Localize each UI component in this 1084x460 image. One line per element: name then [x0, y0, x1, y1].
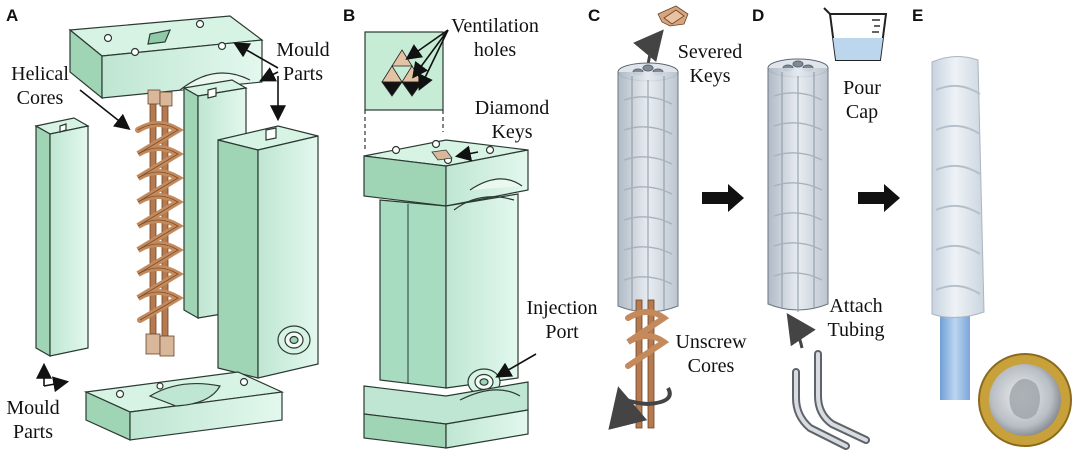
ventilation-inset [364, 31, 444, 111]
arrow-ventilation-2 [412, 29, 449, 79]
panel-e [931, 56, 1072, 447]
tubing [792, 350, 870, 450]
arrow-c-to-d [702, 184, 744, 212]
cast-actuator [931, 56, 985, 318]
silicone-cast-d [767, 58, 829, 312]
panel-letter-d: D [752, 6, 765, 25]
arrow-ventilation-3 [418, 29, 449, 91]
panel-a [34, 15, 319, 441]
arrow-d-to-e [858, 184, 900, 212]
arrow-injection-port [495, 353, 537, 378]
arrow-unscrew-cores [608, 386, 672, 430]
panel-b [363, 29, 537, 449]
arrow-helical-cores [79, 89, 131, 130]
arrow-severed-keys [633, 29, 664, 67]
arrow-mould-top-2 [259, 67, 279, 82]
mould-bottom-block [83, 371, 285, 441]
panel-letter-a: A [6, 6, 19, 25]
arrow-mould-bottom-2 [43, 376, 70, 393]
panel-c [608, 5, 689, 430]
mould-left-half [34, 117, 90, 358]
assembled-mould [363, 139, 529, 449]
core-unscrewing [625, 299, 670, 429]
panel-letter-c: C [588, 6, 601, 25]
coin [978, 353, 1072, 447]
panel-letter-b: B [343, 6, 356, 25]
cast-helix-lines [935, 84, 981, 295]
arrow-attach-tubing [786, 313, 816, 349]
panel-letter-e: E [912, 6, 924, 25]
helical-cores [135, 89, 184, 357]
severed-keys-shape [657, 5, 689, 27]
arrow-mould-top-1 [233, 42, 279, 69]
silicone-cast-c [617, 62, 679, 314]
arrow-ventilation-1 [405, 29, 449, 60]
panel-d [767, 7, 888, 450]
mould-right-body [217, 125, 319, 379]
arrow-diamond-keys [454, 145, 479, 162]
pour-cap-beaker [823, 7, 888, 61]
